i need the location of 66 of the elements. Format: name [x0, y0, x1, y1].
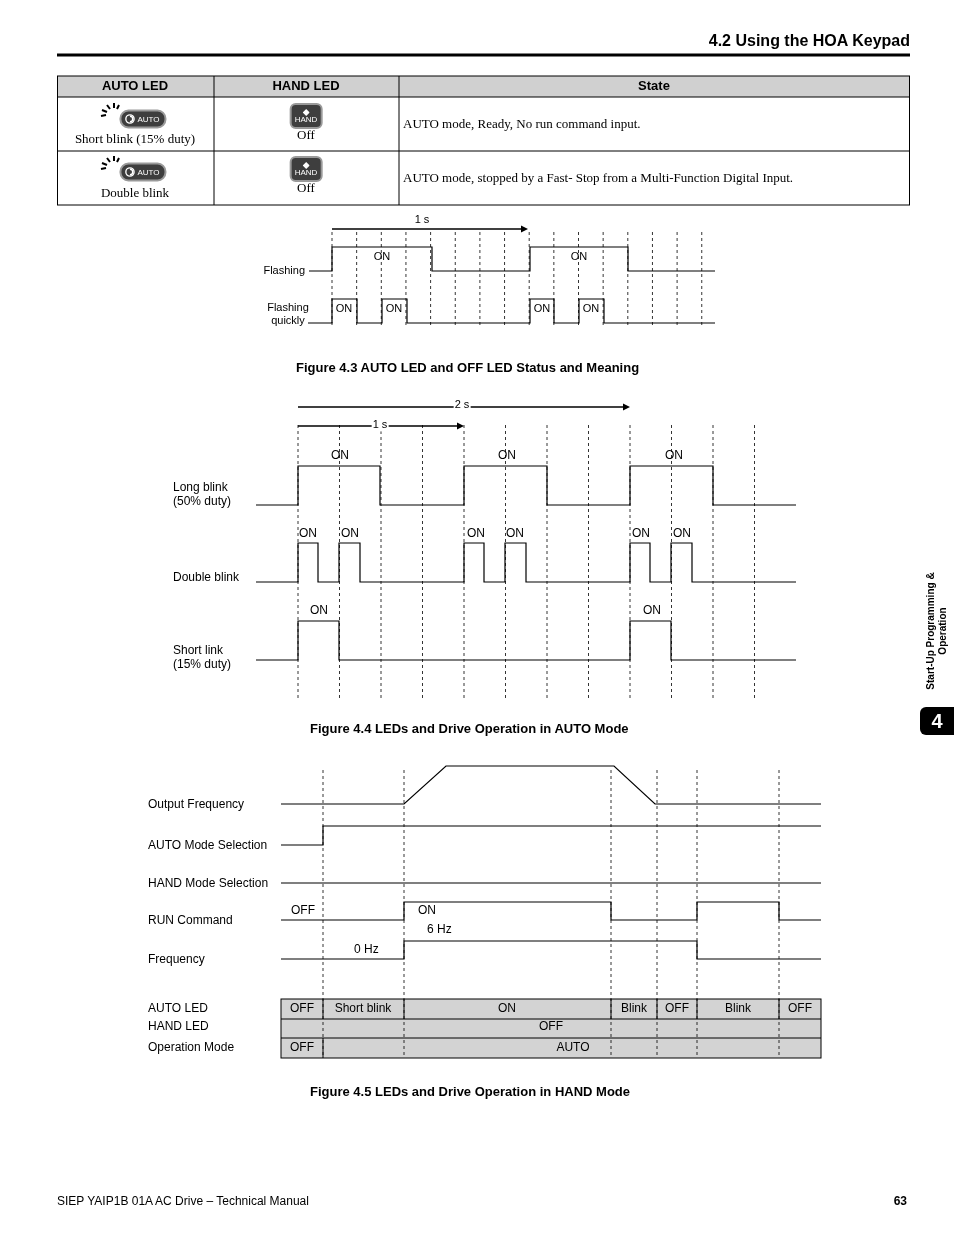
signal-label: AUTO Mode Selection: [148, 837, 268, 853]
section-title: 4.2 Using the HOA Keypad: [708, 32, 910, 50]
signal-label: ON: [385, 302, 403, 316]
signal-label: ON: [467, 525, 485, 541]
signal-label: ON: [310, 602, 328, 618]
figure-caption: Figure 4.4 LEDs and Drive Operation in AUTO Mode: [310, 721, 629, 737]
table-text: Short blink (15% duty): [74, 131, 196, 147]
signal-label: Flashing: [263, 264, 305, 278]
table-text: Off: [297, 180, 315, 196]
chapter-tab: 4: [920, 707, 954, 735]
page-number: 63: [893, 1193, 907, 1209]
auto-key-button: AUTO: [119, 162, 167, 182]
signal-label: ON: [335, 302, 353, 316]
signal-label: ON: [582, 302, 600, 316]
signal-label: HAND Mode Selection: [148, 875, 269, 891]
signal-label: HAND LED: [148, 1018, 209, 1034]
signal-label: ON: [418, 902, 436, 918]
signal-label: Long blink (50% duty): [173, 479, 233, 509]
figure-caption: Figure 4.3 AUTO LED and OFF LED Status and Meaning: [296, 360, 640, 376]
column-header: HAND LED: [272, 78, 340, 94]
signal-label: Frequency: [148, 951, 205, 967]
signal-label: ON: [570, 250, 588, 264]
signal-label: Output Frequency: [148, 796, 245, 812]
signal-label: ON: [498, 1000, 516, 1016]
signal-label: ON: [643, 602, 661, 618]
signal-label: OFF: [290, 1039, 314, 1055]
table-text: Off: [297, 127, 315, 143]
footer-text: SIEP YAIP1B 01A AC Drive – Technical Manual: [57, 1193, 309, 1209]
signal-label: ON: [341, 525, 359, 541]
signal-label: ON: [331, 447, 349, 463]
side-tab-label: Start-Up Programming & Operation: [924, 571, 948, 692]
signal-label: Operation Mode: [148, 1039, 235, 1055]
signal-label: AUTO: [556, 1039, 590, 1055]
signal-label: ON: [665, 447, 683, 463]
signal-label: ON: [498, 447, 516, 463]
table-text: AUTO mode, stopped by a Fast- Stop from a Multi-Function Digital Input.: [403, 170, 794, 186]
signal-label: OFF: [291, 902, 315, 918]
signal-label: 6 Hz: [427, 921, 452, 937]
signal-label: ON: [632, 525, 650, 541]
auto-key-button: AUTO: [119, 109, 167, 129]
signal-label: Double blink: [173, 569, 240, 585]
signal-label: Short link (15% duty): [173, 642, 233, 672]
signal-label: OFF: [539, 1018, 563, 1034]
signal-label: ON: [506, 525, 524, 541]
table-text: AUTO mode, Ready, No run command input.: [403, 116, 641, 132]
signal-label: ON: [373, 250, 391, 264]
signal-label: Flashing quickly: [266, 300, 310, 328]
signal-label: ON: [673, 525, 691, 541]
signal-label: Blink: [725, 1000, 751, 1016]
signal-label: OFF: [290, 1000, 314, 1016]
signal-label: Blink: [621, 1000, 647, 1016]
hand-key-button: HAND: [289, 156, 323, 182]
signal-label: OFF: [665, 1000, 689, 1016]
signal-label: Short blink: [334, 1000, 392, 1016]
signal-label: 0 Hz: [354, 941, 379, 957]
column-header: State: [638, 78, 670, 94]
duration-label: 1 s: [371, 418, 389, 432]
signal-label: ON: [299, 525, 317, 541]
signal-label: RUN Command: [148, 912, 233, 928]
signal-label: ON: [533, 302, 551, 316]
signal-label: OFF: [788, 1000, 812, 1016]
figure-caption: Figure 4.5 LEDs and Drive Operation in HAND Mode: [310, 1084, 630, 1100]
table-text: Double blink: [100, 185, 170, 201]
column-header: AUTO LED: [101, 78, 169, 94]
signal-label: AUTO LED: [148, 1000, 208, 1016]
hand-key-button: HAND: [289, 103, 323, 129]
